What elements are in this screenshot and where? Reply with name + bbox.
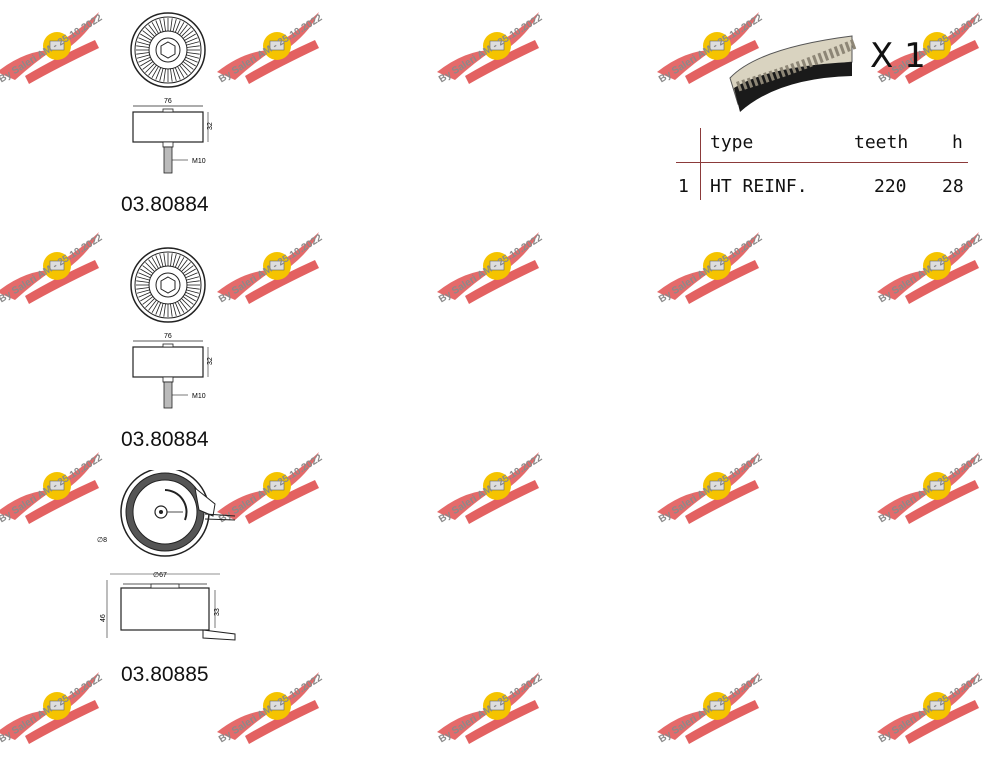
row-h: 28 [942,176,964,197]
watermark-text: By Saleri AM - 25.10.2022 [0,672,105,746]
watermark-logo: By Saleri AM - 25.10.2022 [875,230,999,340]
idler-pulley-drawing: 76 32 M10 [130,247,214,409]
watermark-text: By Saleri AM - 25.10.2022 [657,232,765,306]
table-header-row: type teeth h [676,128,968,172]
winged-logo-icon [437,672,539,744]
dim-width: 76 [164,98,172,105]
belt-teeth [736,39,857,92]
dim-small: ∅8 [97,537,107,544]
part-code-1: 03.80884 [121,193,209,216]
dim-height: 32 [207,122,214,130]
watermark-logo: By Saleri AM - 25.10.2022 [655,450,785,560]
part-code-3: 03.80885 [121,663,209,686]
winged-logo-icon [657,452,759,524]
watermark-text: By Saleri AM - 25.10.2022 [877,452,985,526]
winged-logo-icon [437,452,539,524]
winged-logo-icon [217,672,319,744]
row-teeth: 220 [874,176,907,197]
belt-spec-table: type teeth h 1 HT REINF. 220 28 [676,128,968,208]
watermark-text: By Saleri AM - 25.10.2022 [657,452,765,526]
dim-thread: M10 [192,393,206,400]
col-header-type: type [710,132,754,153]
belt-quantity: X 1 [870,36,926,76]
row-index: 1 [678,176,689,197]
winged-logo-icon [657,672,759,744]
dim-thread: M10 [192,158,206,165]
watermark-logo: By Saleri AM - 25.10.2022 [435,450,565,560]
watermark-logo: By Saleri AM - 25.10.2022 [655,230,785,340]
dim-diameter: ∅67 [153,572,167,579]
watermark-logo: By Saleri AM - 25.10.2022 [215,670,345,780]
watermark-text: By Saleri AM - 25.10.2022 [217,672,325,746]
watermark-logo: By Saleri AM - 25.10.2022 [435,10,565,120]
row-type: HT REINF. [710,176,808,197]
tensioner-drawing: ∅67 33 46 ∅8 [97,467,236,641]
watermark-logo: By Saleri AM - 25.10.2022 [875,450,999,560]
winged-logo-icon [877,232,979,304]
dim-width: 76 [164,333,172,340]
watermark-text: By Saleri AM - 25.10.2022 [657,672,765,746]
winged-logo-icon [0,672,99,744]
watermark-text: By Saleri AM - 25.10.2022 [877,232,985,306]
part-tensioner: ∅67 33 46 ∅8 [95,467,245,655]
table-divider [700,128,701,200]
col-header-h: h [952,132,963,153]
watermark-logo: By Saleri AM - 25.10.2022 [435,670,565,780]
watermark-logo: By Saleri AM - 25.10.2022 [435,230,565,340]
watermark-text: By Saleri AM - 25.10.2022 [437,12,545,86]
table-row: 1 HT REINF. 220 28 [676,172,968,216]
winged-logo-icon [877,452,979,524]
timing-belt-image [728,18,858,118]
part-idler-pulley-1: 76 32 M10 [100,10,270,180]
timing-belt-drawing [729,35,857,112]
idler-pulley-drawing: 76 32 M10 [130,12,214,174]
winged-logo-icon [657,232,759,304]
watermark-logo: By Saleri AM - 25.10.2022 [875,670,999,780]
watermark-logo: By Saleri AM - 25.10.2022 [655,670,785,780]
winged-logo-icon [437,232,539,304]
dim-height: 32 [207,357,214,365]
part-idler-pulley-2: 76 32 M10 [100,245,270,415]
watermark-text: By Saleri AM - 25.10.2022 [877,672,985,746]
winged-logo-icon [437,12,539,84]
watermark-logo: By Saleri AM - 25.10.2022 [0,670,125,780]
dim-outer-height: 46 [100,614,107,622]
watermark-text: By Saleri AM - 25.10.2022 [437,672,545,746]
part-code-2: 03.80884 [121,428,209,451]
table-header-rule [676,162,968,163]
col-header-teeth: teeth [854,132,909,153]
watermark-text: By Saleri AM - 25.10.2022 [437,452,545,526]
dim-inner-height: 33 [214,608,221,616]
watermark-text: By Saleri AM - 25.10.2022 [437,232,545,306]
winged-logo-icon [877,672,979,744]
